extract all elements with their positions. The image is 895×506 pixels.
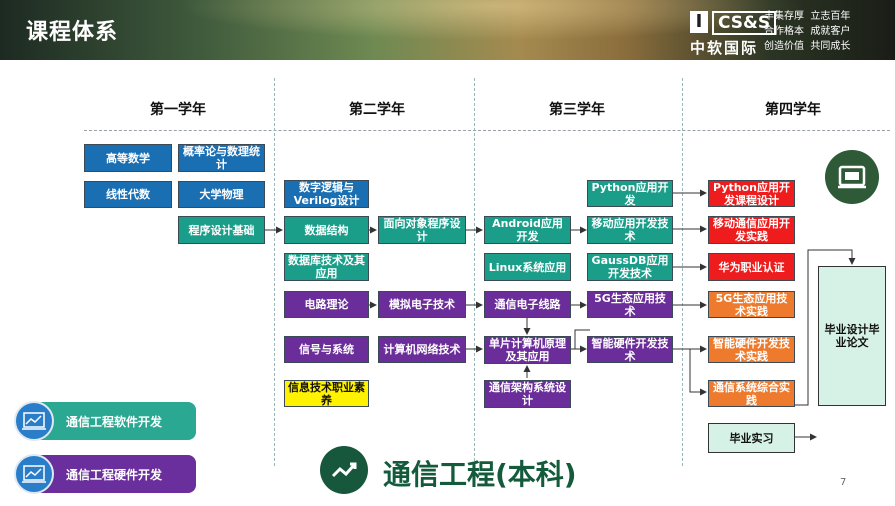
course-circuit-theory: 电路理论 xyxy=(284,291,369,318)
slogan-line-1: 丰集存厚 立志百年 xyxy=(764,9,850,24)
slogan-line-2: 合作格本 成就客户 xyxy=(764,24,850,39)
course-programming-basics: 程序设计基础 xyxy=(178,216,265,244)
track-software-badge: 通信工程软件开发 xyxy=(14,401,196,441)
slogan: 丰集存厚 立志百年 合作格本 成就客户 创造价值 共同成长 xyxy=(764,9,850,54)
year-divider-1 xyxy=(274,78,275,466)
course-comm-electronic-circuits: 通信电子线路 xyxy=(484,291,571,318)
program-title: 通信工程(本科) xyxy=(383,458,577,491)
slogan-1: 丰集存厚 xyxy=(764,11,804,22)
course-mobile-comm-practice: 移动通信应用开发实践 xyxy=(708,216,795,244)
slogan-5: 创造价值 xyxy=(764,41,804,52)
software-chart-icon xyxy=(14,401,54,441)
year-3-label: 第三学年 xyxy=(549,102,605,118)
course-computer-networks: 计算机网络技术 xyxy=(378,336,466,363)
course-linear-algebra: 线性代数 xyxy=(84,181,172,208)
course-python-project: Python应用开发课程设计 xyxy=(708,180,795,207)
logo-mark: I xyxy=(690,11,708,33)
course-microcontroller: 单片计算机原理及其应用 xyxy=(484,336,571,364)
course-data-structures: 数据结构 xyxy=(284,216,369,244)
course-android-dev: Android应用开发 xyxy=(484,216,571,244)
course-smart-hardware-dev: 智能硬件开发技术 xyxy=(587,336,673,363)
track-hardware-badge: 通信工程硬件开发 xyxy=(14,454,196,494)
course-smart-hardware-practice: 智能硬件开发技术实践 xyxy=(708,336,795,363)
company-logo: I CS&S 中软国际 xyxy=(690,11,782,57)
header-banner: 课程体系 I CS&S 中软国际 丰集存厚 立志百年 合作格本 成就客户 创造价… xyxy=(0,0,895,60)
course-analog-electronics: 模拟电子技术 xyxy=(378,291,466,318)
arrow-to-thesis xyxy=(795,249,856,406)
year-4-label: 第四学年 xyxy=(765,102,821,118)
course-probability-statistics: 概率论与数理统计 xyxy=(178,144,265,172)
year-1-label: 第一学年 xyxy=(150,102,206,118)
page-title: 课程体系 xyxy=(26,20,119,45)
slogan-line-3: 创造价值 共同成长 xyxy=(764,39,850,54)
page-number: 7 xyxy=(840,477,847,488)
course-digital-logic-verilog: 数字逻辑与Verilog设计 xyxy=(284,180,369,208)
course-comm-architecture: 通信架构系统设计 xyxy=(484,380,571,408)
course-advanced-math: 高等数学 xyxy=(84,144,172,172)
course-college-physics: 大学物理 xyxy=(178,181,265,208)
track-hardware-label: 通信工程硬件开发 xyxy=(66,468,163,482)
certificate-icon xyxy=(825,150,879,204)
logo-name-cn: 中软国际 xyxy=(690,39,759,57)
course-5g-practice: 5G生态应用技术实践 xyxy=(708,291,795,318)
course-it-professionalism: 信息技术职业素养 xyxy=(284,380,369,407)
course-oop: 面向对象程序设计 xyxy=(378,216,466,244)
slogan-6: 共同成长 xyxy=(810,41,851,52)
course-database-tech: 数据库技术及其应用 xyxy=(284,253,369,281)
course-huawei-certification: 华为职业认证 xyxy=(708,253,795,281)
course-comm-system-practice: 通信系统综合实践 xyxy=(708,380,795,407)
track-software-label: 通信工程软件开发 xyxy=(66,415,163,429)
course-linux-systems: Linux系统应用 xyxy=(484,253,571,281)
course-python-dev: Python应用开发 xyxy=(587,180,673,207)
course-graduation-internship: 毕业实习 xyxy=(708,423,795,453)
trend-icon xyxy=(320,446,368,494)
course-graduation-thesis: 毕业设计毕业论文 xyxy=(818,266,886,406)
slogan-2: 立志百年 xyxy=(810,11,851,22)
year-2-label: 第二学年 xyxy=(349,102,405,118)
slogan-4: 成就客户 xyxy=(810,26,851,37)
course-gaussdb-dev: GaussDB应用开发技术 xyxy=(587,253,673,281)
year-divider-2 xyxy=(474,78,475,466)
slogan-3: 合作格本 xyxy=(764,26,804,37)
course-signals-systems: 信号与系统 xyxy=(284,336,369,363)
arrow-c22-branch xyxy=(574,329,590,349)
course-mobile-app-dev: 移动应用开发技术 xyxy=(587,216,673,244)
hardware-chart-icon xyxy=(14,454,54,494)
year-divider-3 xyxy=(682,78,683,466)
arrow-c23-c30 xyxy=(689,349,707,396)
year-divider-horizontal xyxy=(84,130,890,131)
course-5g-ecosystem: 5G生态应用技术 xyxy=(587,291,673,318)
logo-brand: CS&S xyxy=(712,11,777,35)
